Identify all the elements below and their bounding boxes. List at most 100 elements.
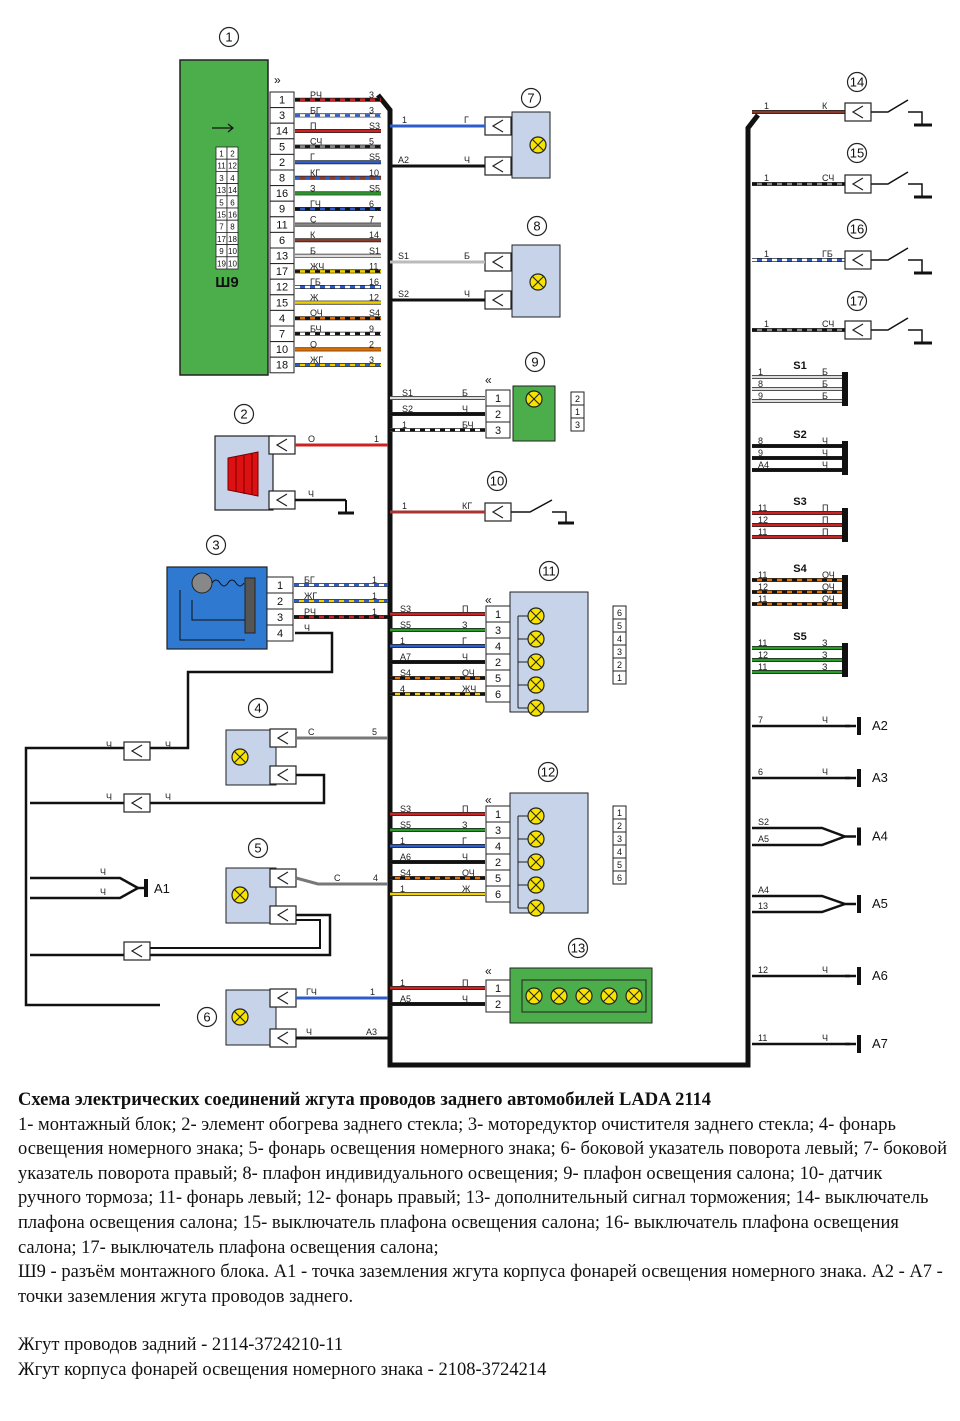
wire-src-label: 1 — [764, 319, 769, 329]
pin-number: 10 — [276, 344, 288, 356]
wire-dest-label: 3 — [369, 355, 374, 365]
wire-src-label: 1 — [764, 249, 769, 259]
comp9-aux-connector: 213 — [570, 391, 585, 432]
pin-number: 9 — [279, 204, 285, 216]
socket-number: 16 — [228, 211, 237, 220]
diagram-caption: Схема электрических соединений жгута про… — [18, 1088, 948, 1383]
side-indicator-right: 1 Г A2 Ч — [390, 111, 551, 179]
wire-src-label: 7 — [758, 715, 763, 725]
wire-label: Ж — [462, 884, 471, 894]
wire-label: Г — [310, 152, 315, 162]
component-number: 9 — [531, 355, 538, 370]
component-number-circle — [846, 218, 868, 240]
component-number-circle — [538, 560, 560, 582]
component-number: 5 — [254, 841, 261, 856]
connector-mark: « — [485, 373, 492, 387]
ground-symbol — [857, 1035, 861, 1053]
component-number-circle — [218, 26, 240, 48]
wire-label: Ч — [462, 852, 468, 862]
wire-label: П — [822, 503, 828, 513]
socket-cell — [226, 256, 239, 270]
wire-src-label: A5 — [400, 994, 411, 1004]
wire-label: Ч — [822, 1033, 828, 1043]
socket-number: 3 — [219, 174, 224, 183]
component-number-circle — [233, 403, 255, 425]
pin-cell — [485, 885, 511, 903]
wire-dest-label: S1 — [369, 246, 380, 256]
connector-mark: « — [485, 793, 492, 807]
pin-number: 11 — [276, 219, 287, 231]
wire-label: СЧ — [822, 173, 834, 183]
wire-src-label: S2 — [758, 817, 769, 827]
pin-number: 6 — [279, 235, 285, 247]
lamp-bulb — [527, 807, 545, 825]
component-number-circle — [526, 215, 548, 237]
wire-label: Б — [822, 391, 828, 401]
wire-label: S2 — [398, 289, 409, 299]
pin-number: 2 — [495, 409, 501, 421]
wire-label: О — [310, 339, 317, 349]
socket-number: 9 — [219, 247, 224, 256]
wire-label: З — [822, 662, 827, 672]
switch-plug — [844, 250, 872, 270]
component-number: 8 — [533, 219, 540, 234]
component-number: 2 — [240, 407, 247, 422]
wire-label: 1 — [402, 501, 407, 511]
component-number: 4 — [254, 701, 261, 716]
ground-symbol — [857, 769, 861, 787]
ground-label: A6 — [872, 968, 888, 983]
splice-bar — [842, 508, 848, 542]
aux-pin-number: 6 — [617, 873, 622, 883]
wire-dest-label: 1 — [372, 575, 377, 585]
socket-number: 7 — [219, 223, 224, 232]
wire-label: БЧ — [462, 420, 474, 430]
pin-number: 7 — [279, 329, 285, 341]
pin-number: 3 — [277, 612, 283, 624]
brake-lamp-bulb — [625, 987, 643, 1005]
socket-number: 14 — [228, 186, 237, 195]
wire-label: РЧ — [304, 607, 316, 617]
wire-label: З — [462, 620, 467, 630]
socket-number: 12 — [228, 162, 237, 171]
ground-symbol — [857, 717, 861, 735]
wire-label: Б — [822, 379, 828, 389]
socket-number: 10 — [228, 247, 237, 256]
wire-dest-label: 5 — [369, 137, 374, 147]
wire-src-label: 11 — [758, 594, 767, 604]
component-number: 7 — [527, 91, 534, 106]
switch-plug — [844, 320, 872, 340]
splice-bar — [842, 372, 848, 406]
ground-label: A5 — [872, 896, 888, 911]
socket-number: 5 — [219, 198, 224, 207]
wire-src-label: A5 — [758, 834, 769, 844]
wire-label: З — [822, 650, 827, 660]
wire-label: КГ — [310, 168, 320, 178]
wire-label: ОЧ — [822, 570, 835, 580]
wire-label: Ч — [822, 715, 828, 725]
wire-label: Ч — [106, 740, 112, 750]
wire-label: З — [462, 820, 467, 830]
wire-src-label: 11 — [758, 570, 767, 580]
wire-label: ЖЧ — [462, 684, 476, 694]
brake-lamp-bulb — [525, 987, 543, 1005]
pin-number: 6 — [495, 889, 501, 901]
socket-number: 8 — [230, 223, 235, 232]
ground-label: A4 — [872, 829, 888, 844]
lamp-bulb — [527, 899, 545, 917]
wire-src-label: S5 — [400, 820, 411, 830]
pin-number: 13 — [276, 251, 288, 263]
wire-src-label: 12 — [758, 650, 768, 660]
wire-src-label: 1 — [758, 367, 763, 377]
pin-number: 5 — [495, 873, 501, 885]
wire-src-label: 11 — [758, 503, 767, 513]
wire-label: Ч — [464, 289, 470, 299]
pin-number: 1 — [495, 809, 501, 821]
aux-pin-number: 2 — [617, 660, 622, 670]
wire-label: S1 — [398, 251, 409, 261]
socket-number: 17 — [217, 235, 226, 244]
wire-src-label: 1 — [402, 420, 407, 430]
aux-pin-number: 5 — [617, 621, 622, 631]
